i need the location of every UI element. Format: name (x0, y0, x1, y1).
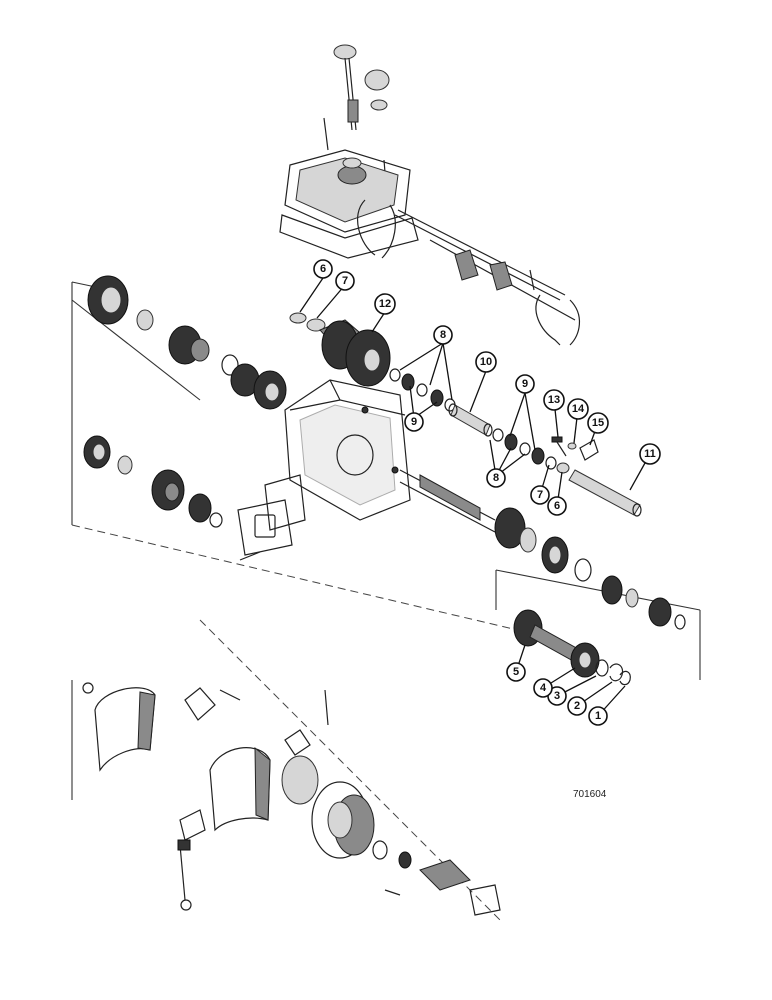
callout-9-left-label: 9 (411, 416, 417, 428)
callout-14-label: 14 (572, 403, 585, 415)
callout-1-label: 1 (595, 710, 601, 722)
callout-4-label: 4 (540, 682, 547, 694)
callout-3-label: 3 (554, 690, 560, 702)
callout-6-top-label: 6 (320, 263, 326, 275)
callout-11: 11 (639, 443, 661, 465)
callout-7-bottom-label: 7 (537, 489, 543, 501)
callout-9-left: 9 (404, 412, 424, 432)
output-shaft-group (495, 569, 701, 686)
mainshaft-assembly (399, 469, 592, 582)
callout-10-label: 10 (480, 356, 492, 368)
callout-13: 13 (543, 389, 565, 411)
shift-cover-assembly (279, 44, 580, 346)
callout-9-right-label: 9 (522, 378, 528, 390)
callout-12: 12 (374, 293, 396, 315)
transmission-case (237, 379, 411, 561)
callout-8-bottom: 8 (486, 468, 506, 488)
callout-15: 15 (587, 412, 609, 434)
callout-7-bottom: 7 (530, 485, 550, 505)
callout-15-label: 15 (592, 417, 604, 429)
callout-5: 5 (506, 662, 526, 682)
callout-1: 1 (588, 706, 608, 726)
callout-9-right: 9 (515, 374, 535, 394)
callout-10: 10 (475, 351, 497, 373)
callout-8-top: 8 (433, 325, 453, 345)
brake-band-group (71, 619, 501, 921)
callout-13-label: 13 (548, 394, 560, 406)
callout-7-top: 7 (335, 271, 355, 291)
callout-5-label: 5 (513, 666, 519, 678)
callout-8-bottom-label: 8 (493, 472, 499, 484)
cluster-gear-group (289, 312, 642, 517)
callout-4: 4 (533, 678, 553, 698)
callout-6-bottom-label: 6 (554, 500, 560, 512)
callout-7-top-label: 7 (342, 275, 348, 287)
left-gear-group (71, 275, 561, 641)
callout-6-bottom: 6 (547, 496, 567, 516)
callout-2-label: 2 (574, 700, 580, 712)
callout-14: 14 (567, 398, 589, 420)
callout-2: 2 (567, 696, 587, 716)
callout-11-label: 11 (644, 448, 656, 460)
callout-8-top-label: 8 (440, 329, 446, 341)
callout-12-label: 12 (379, 298, 391, 310)
callout-6-top: 6 (313, 259, 333, 279)
reference-number: 701604 (573, 789, 607, 800)
